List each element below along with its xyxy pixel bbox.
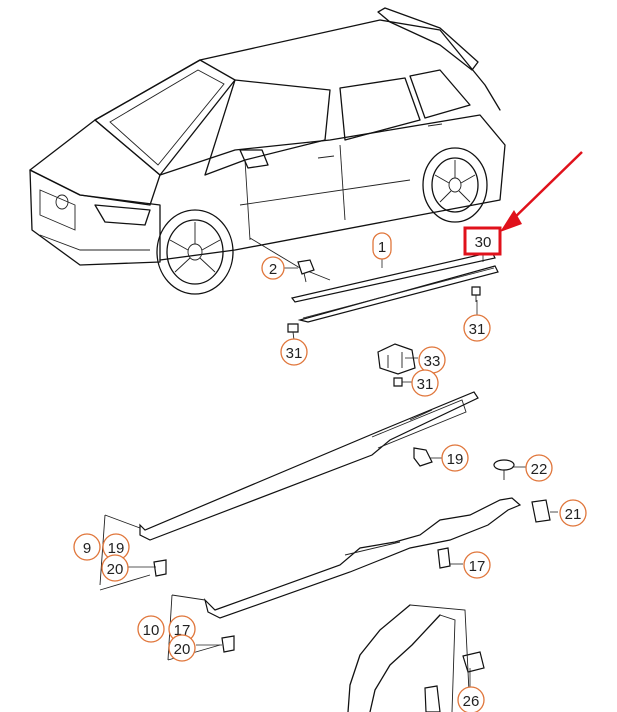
clip-part-21 bbox=[531, 499, 551, 523]
car-illustration bbox=[29, 7, 506, 295]
callout-22-label: 22 bbox=[531, 461, 548, 478]
sill-panel bbox=[139, 391, 479, 541]
callout-30-highlighted[interactable]: 30 bbox=[463, 226, 502, 256]
front-wheel bbox=[156, 209, 234, 295]
callout-20-upper[interactable]: 20 bbox=[101, 554, 129, 582]
callout-31-upper[interactable]: 31 bbox=[463, 314, 491, 342]
callout-2[interactable]: 2 bbox=[261, 256, 285, 280]
clip-part-17-right bbox=[437, 547, 451, 569]
screw-part-2 bbox=[297, 259, 315, 283]
callout-31-bracket-label: 31 bbox=[417, 376, 434, 393]
screw-part-31-left bbox=[287, 323, 299, 341]
leader-lines bbox=[125, 252, 558, 688]
callout-33-label: 33 bbox=[424, 353, 441, 370]
callout-2-label: 2 bbox=[269, 261, 277, 278]
callout-19-upper[interactable]: 19 bbox=[441, 444, 469, 472]
rear-wheel bbox=[422, 147, 488, 223]
screw-part-31-upper bbox=[471, 286, 481, 302]
callout-1[interactable]: 1 bbox=[372, 232, 392, 260]
callout-17-right[interactable]: 17 bbox=[463, 551, 491, 579]
callout-20-lower-label: 20 bbox=[174, 641, 191, 658]
screw-part-31-bracket bbox=[393, 377, 403, 387]
callout-26-label: 26 bbox=[463, 693, 480, 710]
callout-21-label: 21 bbox=[565, 506, 582, 523]
lower-sill-panel bbox=[203, 497, 522, 619]
callout-19-lower-label: 19 bbox=[108, 540, 125, 557]
callout-21[interactable]: 21 bbox=[559, 499, 587, 527]
callout-10-label: 10 bbox=[143, 622, 160, 639]
callout-26[interactable]: 26 bbox=[457, 686, 485, 712]
clip-part-26 bbox=[424, 651, 485, 712]
clip-part-20-upper bbox=[153, 559, 167, 577]
callout-33[interactable]: 33 bbox=[418, 346, 446, 374]
callout-20-upper-label: 20 bbox=[107, 561, 124, 578]
clip-part-22 bbox=[493, 459, 515, 480]
clip-part-20-lower bbox=[221, 635, 235, 653]
callout-9[interactable]: 9 bbox=[73, 533, 101, 561]
callout-17-right-label: 17 bbox=[469, 558, 486, 575]
callout-1-label: 1 bbox=[378, 239, 386, 256]
callout-31-upper-label: 31 bbox=[469, 321, 486, 338]
sill-trim-strips bbox=[290, 251, 499, 323]
highlight-arrow bbox=[500, 151, 583, 232]
callout-9-label: 9 bbox=[83, 540, 91, 557]
callout-19-upper-label: 19 bbox=[447, 451, 464, 468]
callout-31-bracket[interactable]: 31 bbox=[411, 369, 439, 397]
clip-part-19 bbox=[413, 447, 433, 467]
bracket-part-33 bbox=[377, 343, 416, 375]
callout-31-left-label: 31 bbox=[286, 345, 303, 362]
callout-22[interactable]: 22 bbox=[525, 454, 553, 482]
callouts: 1 2 30 31 31 33 31 19 bbox=[73, 226, 587, 712]
callout-10[interactable]: 10 bbox=[137, 615, 165, 643]
callout-31-left[interactable]: 31 bbox=[280, 338, 308, 366]
callout-30-label: 30 bbox=[475, 234, 492, 251]
callout-17-lower-label: 17 bbox=[174, 622, 191, 639]
door-frame-section bbox=[347, 604, 471, 712]
callout-20-lower[interactable]: 20 bbox=[168, 634, 196, 662]
callout-19-lower[interactable]: 19 bbox=[102, 533, 130, 561]
